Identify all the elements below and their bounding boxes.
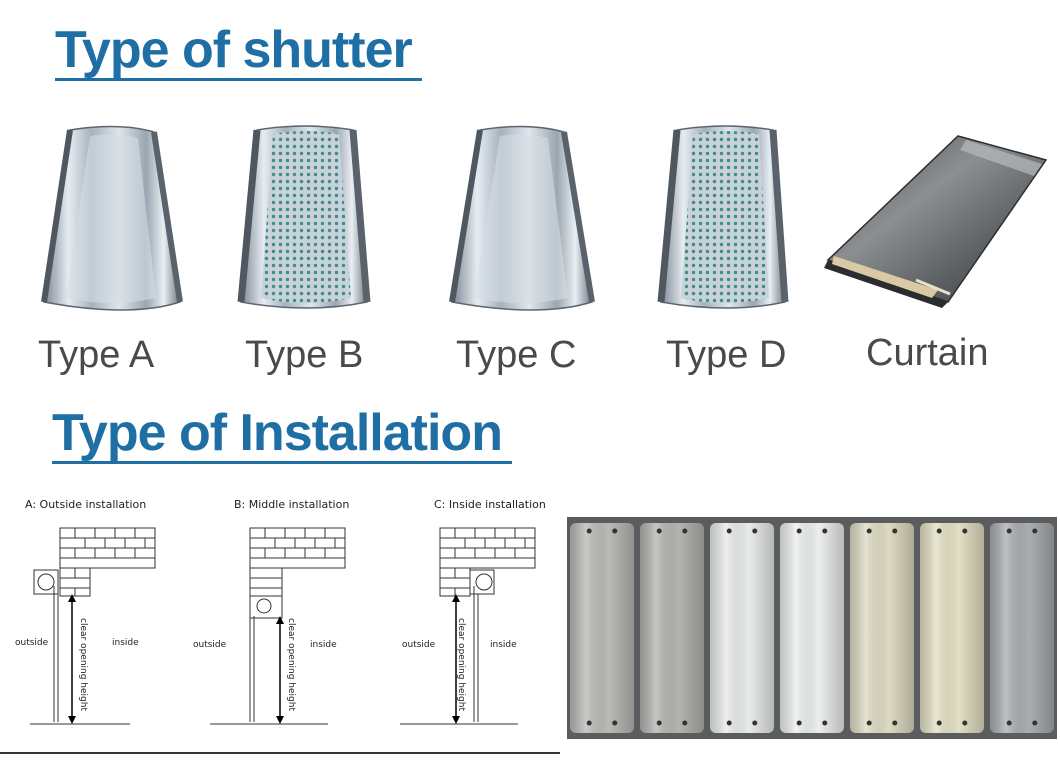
slat-hole-3-4	[752, 720, 758, 726]
outside-label-a: outside	[15, 638, 49, 648]
slat-hole-6-2	[962, 528, 968, 534]
diagram-caption-c: C: Inside installation	[434, 498, 546, 511]
slat-hole-6-1	[936, 528, 942, 534]
shutter-type-b	[235, 122, 385, 322]
diagram-middle-installation: B: Middle installation outside inside cl…	[193, 490, 390, 740]
slat-hole-2-2	[682, 528, 688, 534]
outside-label-b: outside	[193, 640, 227, 650]
insulated-curtain-slat-icon	[824, 135, 1048, 308]
slat-hole-6-3	[936, 720, 942, 726]
shutter-heading: Type of shutter	[55, 21, 413, 79]
slat-hole-3-2	[752, 528, 758, 534]
slat-hole-7-3	[1006, 720, 1012, 726]
shutter-heading-underline	[55, 78, 422, 81]
brick-wall-icon	[30, 527, 156, 725]
diagram-caption-b: B: Middle installation	[234, 498, 350, 511]
shutter-type-c	[440, 122, 600, 322]
slat-hole-3-1	[726, 528, 732, 534]
slat-hole-2-1	[656, 528, 662, 534]
slat-hole-6-4	[962, 720, 968, 726]
perforated-slat-icon	[657, 125, 789, 309]
height-label-b: clear opening height	[286, 618, 296, 711]
slat-hole-5-3	[866, 720, 872, 726]
slat-hole-5-2	[892, 528, 898, 534]
height-label-a: clear opening height	[78, 618, 88, 711]
slat-hole-4-4	[822, 720, 828, 726]
slat-hole-5-4	[892, 720, 898, 726]
diagram-baseline-rule	[0, 752, 560, 754]
color-slat-shading-5	[850, 523, 914, 733]
slat-hole-1-4	[612, 720, 618, 726]
shutter-curtain	[820, 130, 1052, 310]
shutter-label-d: Type D	[666, 334, 787, 376]
color-slat-shading-2	[640, 523, 704, 733]
height-label-c: clear opening height	[456, 618, 466, 711]
slat-hole-4-3	[796, 720, 802, 726]
diagram-outside-installation: A: Outside installation outside inside c…	[15, 490, 200, 740]
slat-hole-4-1	[796, 528, 802, 534]
perforated-slat-icon	[237, 125, 371, 309]
installation-heading-underline	[52, 461, 512, 464]
shutter-label-a: Type A	[38, 334, 155, 376]
solid-slat-icon	[41, 125, 183, 311]
brick-wall-icon	[210, 527, 346, 725]
slat-hole-2-3	[656, 720, 662, 726]
color-slat-samples-photo	[567, 517, 1057, 739]
color-slat-shading-1	[570, 523, 634, 733]
diagram-inside-installation: C: Inside installation outside inside cl…	[400, 490, 580, 740]
color-slat-shading-6	[920, 523, 984, 733]
color-slat-shading-3	[710, 523, 774, 733]
slat-hole-1-1	[586, 528, 592, 534]
shutter-label-b: Type B	[245, 334, 364, 376]
slat-hole-3-3	[726, 720, 732, 726]
outside-label-c: outside	[402, 640, 436, 650]
slat-hole-7-2	[1032, 528, 1038, 534]
installation-heading: Type of Installation	[52, 404, 503, 462]
color-slat-shading-4	[780, 523, 844, 733]
slat-hole-5-1	[866, 528, 872, 534]
shutter-label-curtain: Curtain	[866, 332, 989, 374]
solid-slat-icon	[449, 125, 595, 311]
color-slat-shading-7	[990, 523, 1054, 733]
inside-label-b: inside	[310, 640, 337, 650]
shutter-type-a	[30, 122, 190, 322]
slat-hole-2-4	[682, 720, 688, 726]
diagram-caption-a: A: Outside installation	[25, 498, 147, 511]
slat-hole-7-1	[1006, 528, 1012, 534]
inside-label-a: inside	[112, 638, 139, 648]
inside-label-c: inside	[490, 640, 517, 650]
brick-wall-icon	[400, 527, 536, 725]
color-slat-samples-image	[567, 517, 1057, 739]
slat-hole-1-2	[612, 528, 618, 534]
slat-hole-1-3	[586, 720, 592, 726]
slat-hole-4-2	[822, 528, 828, 534]
shutter-type-d	[655, 122, 805, 322]
shutter-label-c: Type C	[456, 334, 577, 376]
slat-hole-7-4	[1032, 720, 1038, 726]
